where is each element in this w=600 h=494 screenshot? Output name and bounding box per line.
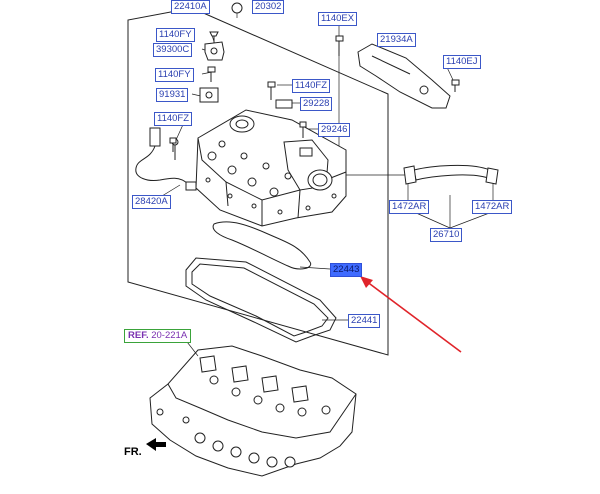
label-1140FZ-a: 1140FZ <box>154 112 193 126</box>
bolt-icon <box>207 66 216 82</box>
bolt-icon <box>267 81 276 100</box>
label-1472AR-a: 1472AR <box>389 200 430 214</box>
label-26710: 26710 <box>430 228 463 242</box>
label-39300C: 39300C <box>153 43 193 57</box>
gasket-22441-icon <box>185 257 337 343</box>
oil-cap-icon <box>231 2 243 14</box>
reference-label: REF. 20-221A <box>124 329 192 343</box>
reference-code: 20-221A <box>151 330 188 341</box>
label-28420A: 28420A <box>132 195 171 209</box>
bolt-icon <box>335 35 344 56</box>
gasket-22443-icon <box>212 221 312 270</box>
label-1140FZ-b: 1140FZ <box>292 79 331 93</box>
stud-icon <box>299 121 307 138</box>
label-1140EX: 1140EX <box>318 12 358 26</box>
label-91931: 91931 <box>156 88 189 102</box>
bolt-icon <box>451 79 460 92</box>
reference-tag: REF. <box>128 330 149 341</box>
cam-sensor-icon <box>204 31 225 61</box>
bracket-91931-icon <box>199 87 219 103</box>
label-29246: 29246 <box>318 123 351 137</box>
assembly-frame <box>127 7 389 356</box>
label-22443-highlighted: 22443 <box>330 263 363 277</box>
label-22410A: 22410A <box>171 0 210 14</box>
bolt-icon <box>169 137 177 152</box>
label-1140FY-a: 1140FY <box>156 28 195 42</box>
label-1140FY-b: 1140FY <box>155 68 194 82</box>
cylinder-head-cover-icon <box>195 109 347 227</box>
breather-hose-icon <box>403 164 499 185</box>
label-1140EJ: 1140EJ <box>443 55 481 69</box>
label-20302: 20302 <box>252 0 285 14</box>
cylinder-head-icon <box>149 345 357 477</box>
sensor-harness-icon <box>135 127 197 191</box>
engine-cover-bracket-icon <box>357 43 451 109</box>
label-21934A: 21934A <box>377 33 416 47</box>
front-direction-label: FR. <box>124 446 142 458</box>
clip-29228-icon <box>275 99 293 109</box>
red-pointer-arrow <box>360 276 462 353</box>
label-1472AR-b: 1472AR <box>472 200 513 214</box>
front-direction-arrow-icon <box>146 438 166 451</box>
label-22441: 22441 <box>348 314 381 328</box>
label-29228: 29228 <box>300 97 333 111</box>
